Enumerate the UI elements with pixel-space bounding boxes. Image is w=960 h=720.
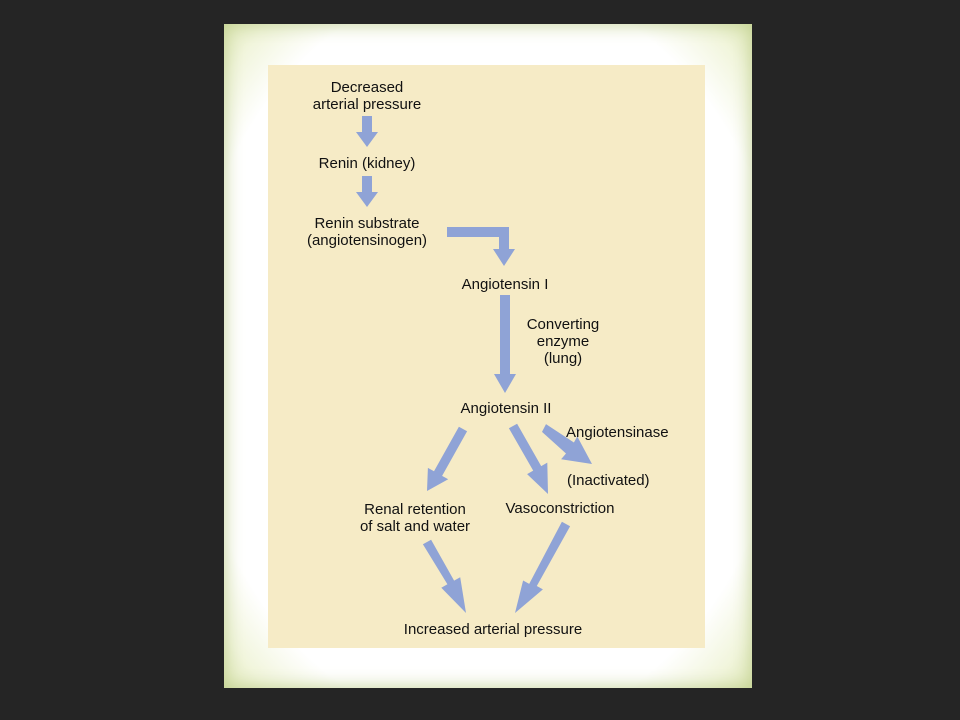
arrow-decreased-to-renin xyxy=(356,116,378,147)
arrow-renin-to-substrate xyxy=(356,176,378,207)
arrow-substrate-to-angiotensin-1 xyxy=(447,227,515,266)
node-vasoconstriction: Vasoconstriction xyxy=(505,500,615,517)
node-increased-pressure: Increased arterial pressure xyxy=(403,621,583,638)
node-inactivated: (Inactivated) xyxy=(567,472,650,489)
node-decreased-pressure: Decreased arterial pressure xyxy=(313,79,421,113)
node-line: of salt and water xyxy=(359,518,471,535)
node-line: Decreased xyxy=(330,79,404,96)
node-line: Renin substrate xyxy=(314,215,420,232)
arrow-renal-retention-to-increased xyxy=(422,539,466,613)
node-line: (lung) xyxy=(543,350,583,367)
node-renal-retention: Renal retention of salt and water xyxy=(360,501,470,535)
arrow-angiotensin-2-to-inactivated xyxy=(542,424,592,464)
node-angiotensin-1: Angiotensin I xyxy=(461,276,549,293)
node-line: enzyme xyxy=(536,333,590,350)
node-line: arterial pressure xyxy=(312,96,422,113)
arrow-angiotensin-2-to-vasoconstriction xyxy=(508,423,548,494)
node-line: Renal retention xyxy=(364,501,466,518)
label-angiotensinase: Angiotensinase xyxy=(566,424,669,441)
diagram-panel xyxy=(268,65,705,648)
label-converting-enzyme: Converting enzyme (lung) xyxy=(527,316,600,367)
arrow-angiotensin-1-to-2 xyxy=(494,295,516,393)
node-line: (angiotensinogen) xyxy=(306,232,428,249)
arrow-vasoconstriction-to-increased xyxy=(515,521,571,613)
node-renin: Renin (kidney) xyxy=(318,155,416,172)
node-renin-substrate: Renin substrate (angiotensinogen) xyxy=(307,215,427,249)
node-line: Converting xyxy=(526,316,600,333)
node-angiotensin-2: Angiotensin II xyxy=(460,400,552,417)
arrow-angiotensin-2-to-renal-retention xyxy=(427,426,468,491)
